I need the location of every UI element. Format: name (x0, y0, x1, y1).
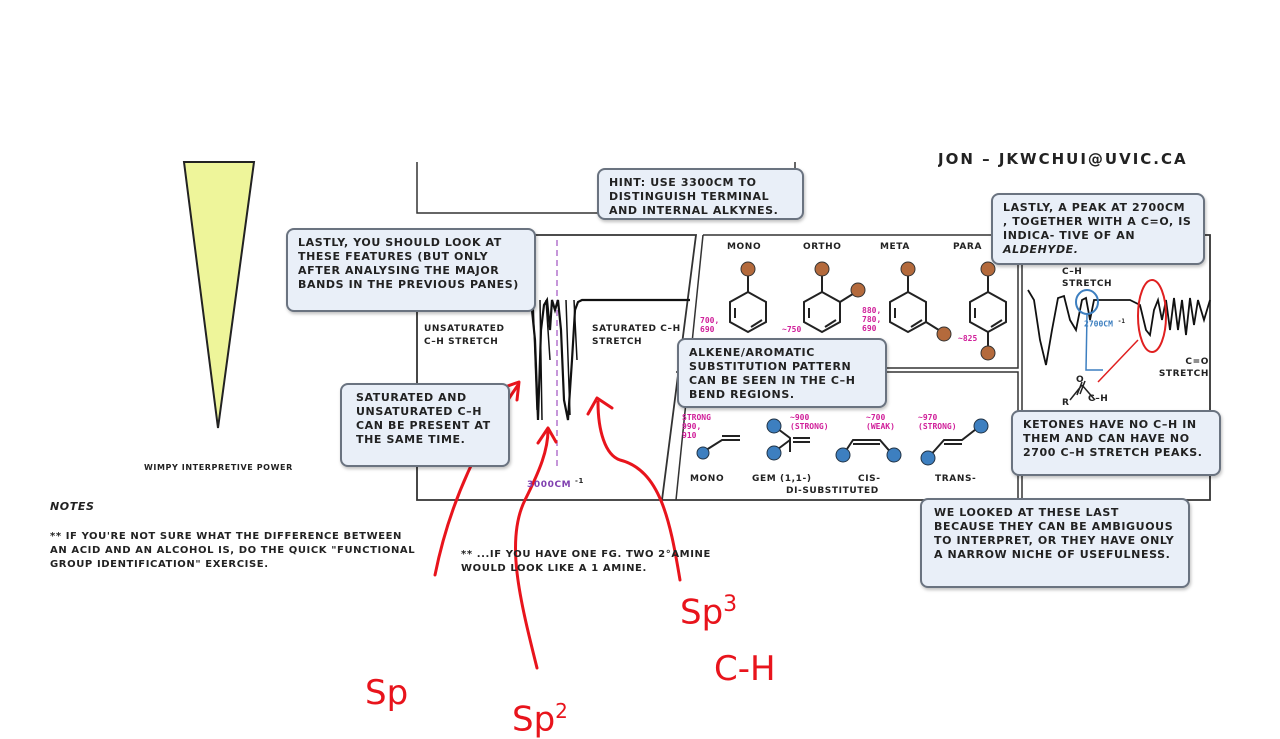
handwritten-sp2: Sp2 (512, 694, 568, 736)
aldehyde-word: ALDEHYDE. (1003, 243, 1079, 256)
lastly-features-text: LASTLY, YOU SHOULD LOOK AT THESE FEATURE… (298, 236, 519, 291)
co-stretch-circle (1137, 279, 1167, 353)
aldehyde-r-label: R (1062, 398, 1070, 408)
looked-last-text: WE LOOKED AT THESE LAST BECAUSE THEY CAN… (934, 506, 1175, 561)
ch-stretch-spectrum (527, 296, 690, 421)
peak-2700-value: 2700CM (1084, 319, 1113, 329)
ortho-benzene (803, 272, 857, 334)
aldehyde-bubble: LASTLY, A PEAK AT 2700CM , TOGETHER WITH… (991, 193, 1205, 265)
para-value: ~825 (958, 334, 978, 343)
wavenumber-label: 3000CM -1 (527, 474, 584, 492)
substituent-atoms (740, 261, 996, 361)
substitution-text: ALKENE/AROMATIC SUBSTITUTION PATTERN CAN… (689, 346, 856, 401)
meta-values: 880, 780, 690 (862, 306, 882, 333)
handwritten-sp2-sup: 2 (555, 699, 568, 723)
mono-values: 700, 690 (700, 316, 720, 334)
gem-value: ~900 (STRONG) (790, 413, 829, 431)
notes-title: NOTES (50, 500, 95, 513)
email-header: JON – JKWCHUI@UVIC.CA (938, 152, 1188, 168)
meta-benzene (889, 272, 943, 334)
peak-2700-label: 2700CM -1 (1084, 318, 1125, 329)
aromatic-header-meta: META (880, 242, 910, 252)
handwritten-sp3: Sp3 (680, 588, 737, 629)
saturated-label: SATURATED C–H STRETCH (592, 324, 681, 347)
aromatic-header-mono: MONO (727, 242, 762, 252)
alkene-label-cis: CIS- (858, 474, 881, 484)
wimpy-caption: WIMPY INTERPRETIVE POWER (144, 463, 293, 472)
mono-benzene (729, 272, 767, 334)
diagram-canvas (182, 161, 1211, 670)
wavenumber-value: 3000CM (527, 480, 572, 490)
wavenumber-exponent: -1 (574, 477, 584, 485)
hint-bubble: HINT: USE 3300CM TO DISTINGUISH TERMINAL… (597, 168, 804, 220)
ketones-bubble: KETONES HAVE NO C–H IN THEM AND CAN HAVE… (1011, 410, 1221, 476)
handwritten-sp2-base: Sp (512, 699, 556, 739)
cis-value: ~700 (WEAK) (866, 413, 895, 431)
aldehyde-ch-label: C–H (1088, 394, 1109, 404)
ch-stretch-label: C–H STRETCH (1062, 267, 1113, 289)
saturated-bubble: SATURATED AND UNSATURATED C–H CAN BE PRE… (340, 383, 510, 467)
co-stretch-label: C=O STRETCH (1158, 357, 1209, 379)
substitution-bubble: ALKENE/AROMATIC SUBSTITUTION PATTERN CAN… (677, 338, 887, 408)
alkene-structures (702, 425, 981, 459)
amine-note-line-2: WOULD LOOK LIKE A 1 AMINE. (461, 563, 647, 574)
peak-2700-exponent: -1 (1117, 318, 1125, 325)
aldehyde-spectrum (1027, 289, 1211, 366)
alkene-label-gem: GEM (1,1-) (752, 474, 812, 484)
saturated-text: SATURATED AND UNSATURATED C–H CAN BE PRE… (356, 391, 491, 446)
aldehyde-text: LASTLY, A PEAK AT 2700CM , TOGETHER WITH… (1003, 201, 1192, 242)
aromatic-header-para: PARA (953, 242, 983, 252)
looked-last-bubble: WE LOOKED AT THESE LAST BECAUSE THEY CAN… (920, 498, 1190, 588)
top-panel-outline (416, 162, 600, 214)
aromatic-header-ortho: ORTHO (803, 242, 842, 252)
interpretive-power-cone (182, 161, 256, 429)
handwritten-sp3-base: Sp (680, 592, 724, 633)
trans-value: ~970 (STRONG) (918, 413, 957, 431)
alkene-strong-label: STRONG 990, 910 (682, 413, 711, 440)
di-substituted-label: DI-SUBSTITUTED (786, 486, 879, 496)
alkene-label-trans: TRANS- (935, 474, 977, 484)
unsaturated-label: UNSATURATED C–H STRETCH (424, 324, 505, 347)
ortho-value: ~750 (782, 325, 802, 334)
lastly-features-bubble: LASTLY, YOU SHOULD LOOK AT THESE FEATURE… (286, 228, 536, 312)
amine-note-line-1: ** ...IF YOU HAVE ONE FG. TWO 2°AMINE (461, 549, 711, 560)
ketones-text: KETONES HAVE NO C–H IN THEM AND CAN HAVE… (1023, 418, 1203, 459)
handwritten-sp: Sp (365, 673, 409, 713)
notes-body: ** IF YOU'RE NOT SURE WHAT THE DIFFERENC… (50, 531, 416, 570)
alkene-label-mono: MONO (690, 474, 725, 484)
aldehyde-o-label: O (1076, 375, 1085, 385)
handwritten-ch: C-H (714, 649, 776, 689)
handwritten-sp3-sup: 3 (723, 592, 738, 617)
alkene-atoms (696, 418, 989, 466)
hint-text: HINT: USE 3300CM TO DISTINGUISH TERMINAL… (609, 176, 779, 217)
